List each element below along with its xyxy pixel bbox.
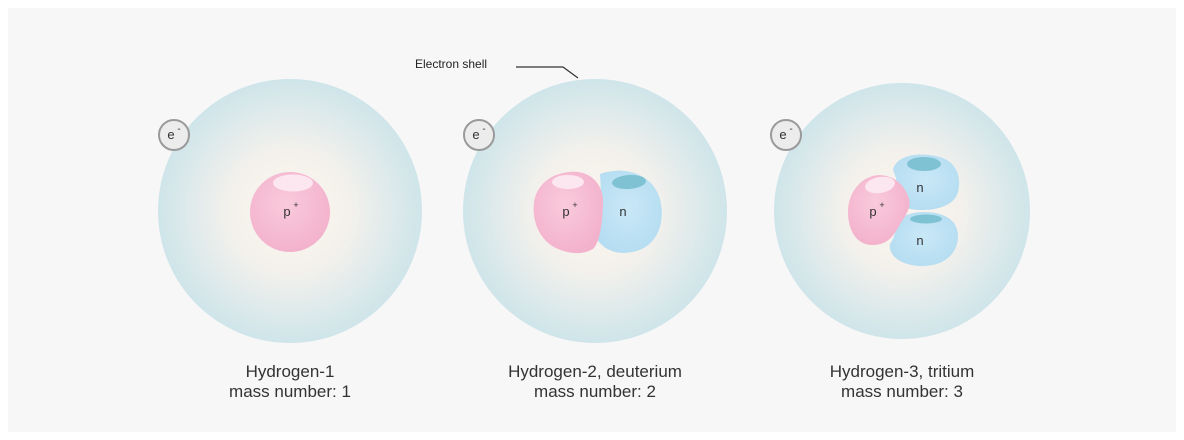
proton: p + — [533, 171, 604, 254]
proton-charge: + — [293, 200, 298, 210]
proton: p + — [250, 172, 330, 252]
neutron-label: n — [619, 204, 626, 219]
electron-charge: - — [789, 124, 792, 135]
electron-charge: - — [177, 124, 180, 135]
electron-label: e — [167, 127, 174, 142]
proton-label: p — [869, 204, 876, 219]
electron-shell-callout-line — [516, 66, 579, 79]
neutron: n — [889, 212, 958, 266]
neutron: n — [893, 154, 960, 210]
electron: e - — [158, 119, 190, 151]
proton-highlight — [865, 176, 895, 194]
atom-caption-hydrogen-2: Hydrogen-2, deuterium mass number: 2 — [445, 362, 745, 402]
mass-number: mass number: 1 — [229, 382, 351, 401]
proton-charge: + — [879, 200, 884, 210]
neutron-label: n — [916, 180, 923, 195]
proton-label: p — [283, 204, 290, 219]
electron-label: e — [472, 127, 479, 142]
neutron-highlight — [907, 157, 941, 171]
proton-highlight — [273, 174, 313, 192]
electron: e - — [770, 119, 802, 151]
proton-highlight — [552, 175, 584, 189]
proton: p + — [848, 175, 910, 246]
atom-caption-hydrogen-3: Hydrogen-3, tritium mass number: 3 — [752, 362, 1052, 402]
proton-label: p — [562, 204, 569, 219]
electron-shell-callout-label: Electron shell — [415, 57, 488, 71]
mass-number: mass number: 2 — [534, 382, 656, 401]
proton-charge: + — [572, 200, 577, 210]
mass-number: mass number: 3 — [841, 382, 963, 401]
neutron-label: n — [916, 233, 923, 248]
electron-label: e — [779, 127, 786, 142]
neutron-highlight — [910, 214, 942, 224]
atom-hydrogen-1: p + e - — [158, 79, 422, 343]
atom-name: Hydrogen-1 — [245, 362, 335, 381]
electron-charge: - — [482, 124, 485, 135]
atom-hydrogen-2: n p + e - — [463, 66, 727, 343]
neutron-highlight — [612, 174, 646, 190]
atom-caption-hydrogen-1: Hydrogen-1 mass number: 1 — [140, 362, 440, 402]
neutron: n — [594, 170, 662, 253]
atom-name: Hydrogen-3, tritium — [829, 362, 975, 381]
electron: e - — [463, 119, 495, 151]
atom-name: Hydrogen-2, deuterium — [508, 362, 682, 381]
atom-hydrogen-3: n n p + e - — [770, 83, 1030, 339]
